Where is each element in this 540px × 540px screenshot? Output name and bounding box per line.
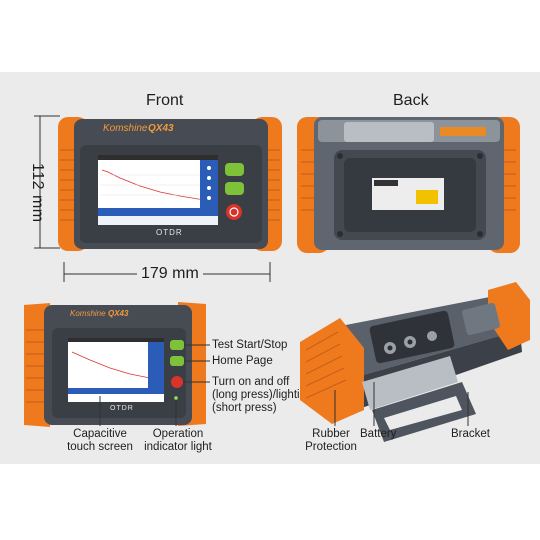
touch-callout-line2: touch screen: [67, 441, 133, 453]
indicator-light-callout: Operation indicator light: [142, 428, 214, 454]
angled-brand-logo: Komshine: [70, 309, 106, 318]
test-start-stop-label: Test Start/Stop: [212, 339, 288, 351]
rubber-protection-callout: Rubber Protection: [298, 428, 364, 454]
rubber-callout-line1: Rubber: [312, 428, 350, 440]
bracket-label: Bracket: [451, 428, 490, 440]
power-button-callout: Turn on and off (long press)/lighting (s…: [212, 376, 312, 415]
angled-model-label: QX43: [108, 309, 129, 318]
width-dimension-label: 179 mm: [137, 265, 203, 283]
power-callout-line1: Turn on and off: [212, 376, 290, 388]
touch-callout-line1: Capacitive: [73, 428, 127, 440]
home-page-label: Home Page: [212, 355, 273, 367]
battery-label: Battery: [360, 428, 397, 440]
rubber-callout-line2: Protection: [305, 441, 357, 453]
power-callout-line2: (long press)/lighting: [212, 389, 313, 401]
front-model-label: QX43: [148, 123, 174, 134]
touch-screen-callout: Capacitive touch screen: [64, 428, 136, 454]
indicator-callout-line2: indicator light: [144, 441, 212, 453]
front-heading: Front: [146, 92, 184, 109]
angled-mode-label: OTDR: [110, 405, 134, 412]
front-mode-label: OTDR: [156, 228, 183, 237]
back-heading: Back: [393, 92, 429, 109]
front-brand-logo: Komshine: [103, 123, 148, 134]
indicator-callout-line1: Operation: [152, 428, 204, 440]
power-callout-line3: (short press): [212, 402, 277, 414]
